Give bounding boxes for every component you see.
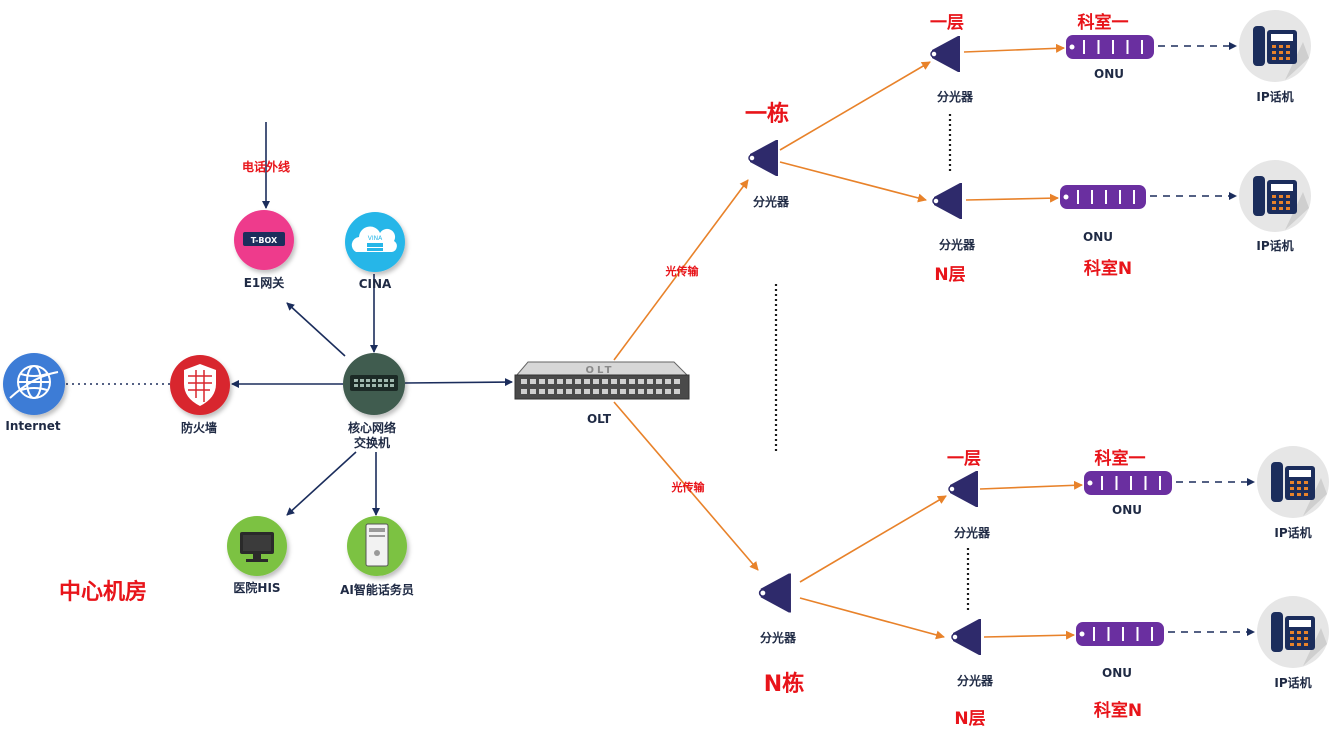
- core-switch-label-2: 交换机: [353, 436, 391, 450]
- switch-to-olt-arrow: [404, 378, 513, 387]
- bN-to-floor1: [799, 495, 947, 583]
- splitter-b1fn-label: 分光器: [938, 238, 976, 252]
- floor-n-top-label: N层: [934, 265, 966, 285]
- olt-node[interactable]: OLT: [514, 361, 690, 400]
- room-1-bottom-label: 科室一: [1094, 449, 1146, 469]
- ellipsis-separators: [774, 114, 970, 610]
- onu-device[interactable]: [1084, 471, 1172, 495]
- server-icon: [365, 523, 389, 567]
- olt-to-building1-fiber: [613, 179, 749, 361]
- onu-1-label: ONU: [1094, 67, 1124, 81]
- firewall-label: 防火墙: [180, 421, 218, 435]
- internet-node[interactable]: [3, 353, 65, 415]
- s3-to-onu: [979, 480, 1083, 490]
- ip-phone-icon[interactable]: [1239, 10, 1311, 82]
- splitter-icon[interactable]: [948, 471, 978, 507]
- room-1-top-label: 科室一: [1077, 13, 1129, 33]
- building-n-label: N栋: [763, 672, 805, 697]
- splitter-icon[interactable]: [930, 36, 960, 72]
- datacenter-label: 中心机房: [58, 580, 148, 605]
- olt-label: OLT: [586, 412, 612, 426]
- switch-to-e1-arrow: [286, 302, 346, 357]
- b1-to-floor1: [779, 61, 931, 151]
- onu-device[interactable]: [1076, 622, 1164, 646]
- switch-icon: [350, 375, 398, 391]
- onu-3-label: ONU: [1112, 503, 1142, 517]
- splitter-bnfn-label: 分光器: [956, 674, 994, 688]
- internet-label: Internet: [5, 419, 61, 433]
- floor-n-bottom-label: N层: [954, 709, 986, 729]
- ai-operator-node[interactable]: [347, 516, 407, 576]
- bN-to-floorN: [799, 597, 945, 640]
- cina-node[interactable]: VINA: [345, 212, 405, 272]
- floor-1-bottom-label: 一层: [947, 449, 981, 469]
- datacenter-links: [66, 122, 513, 516]
- olt-badge: OLT: [585, 365, 614, 376]
- fiber-links: [613, 43, 1083, 640]
- s4-to-onu: [983, 630, 1075, 640]
- onu-phone-links: [1150, 42, 1255, 636]
- building-1-label: 一栋: [744, 102, 790, 127]
- splitter-bn-label: 分光器: [759, 631, 797, 645]
- shield-icon: [184, 364, 216, 406]
- ai-operator-label: AI智能话务员: [340, 583, 414, 597]
- ip-phone-3-label: IP话机: [1274, 526, 1312, 540]
- b1-to-floorN: [779, 161, 927, 203]
- cina-label: CINA: [358, 277, 392, 291]
- cina-badge: VINA: [368, 235, 383, 242]
- splitter-icon[interactable]: [951, 619, 981, 655]
- onu-4-label: ONU: [1102, 666, 1132, 680]
- switch-to-his-arrow: [286, 451, 357, 516]
- onu-2-label: ONU: [1083, 230, 1113, 244]
- core-switch-label-1: 核心网络: [347, 421, 397, 435]
- ip-phone-icon[interactable]: [1257, 596, 1329, 668]
- ip-phone-icon[interactable]: [1239, 160, 1311, 232]
- olt-to-buildingN-fiber: [613, 401, 759, 571]
- globe-icon: [9, 365, 59, 399]
- floor-1-top-label: 一层: [930, 13, 964, 33]
- splitter-b1f1-label: 分光器: [936, 90, 974, 104]
- core-switch-node[interactable]: [343, 353, 405, 415]
- firewall-node[interactable]: [170, 355, 230, 415]
- onu-device[interactable]: [1066, 35, 1154, 59]
- splitter-icon[interactable]: [758, 573, 791, 613]
- phone-line-label: 电话外线: [241, 160, 291, 174]
- s2-to-onu: [965, 193, 1059, 203]
- splitter-bnf1-label: 分光器: [953, 526, 991, 540]
- e1-gateway-label: E1网关: [243, 276, 285, 290]
- s1-to-onu: [963, 43, 1065, 53]
- splitters: [748, 36, 981, 655]
- hospital-his-node[interactable]: [227, 516, 287, 576]
- hospital-his-label: 医院HIS: [233, 581, 281, 595]
- cloud-icon: [351, 226, 397, 252]
- onu-device[interactable]: [1060, 185, 1146, 209]
- ip-phone-2-label: IP话机: [1256, 239, 1294, 253]
- onus: [1060, 35, 1172, 646]
- optical-bottom-label: 光传输: [671, 481, 705, 494]
- ip-phone-4-label: IP话机: [1274, 676, 1312, 690]
- room-n-top-label: 科室N: [1083, 259, 1133, 279]
- ip-phone-1-label: IP话机: [1256, 90, 1294, 104]
- optical-top-label: 光传输: [665, 265, 699, 278]
- ip-phone-icon[interactable]: [1257, 446, 1329, 518]
- room-n-bottom-label: 科室N: [1093, 701, 1143, 721]
- splitter-icon[interactable]: [932, 183, 962, 219]
- splitter-b1-label: 分光器: [752, 195, 790, 209]
- ip-phones: [1239, 10, 1329, 668]
- e1-gateway-node[interactable]: T-BOX: [234, 210, 294, 270]
- splitter-icon[interactable]: [748, 140, 778, 176]
- tbox-label: T-BOX: [251, 236, 278, 245]
